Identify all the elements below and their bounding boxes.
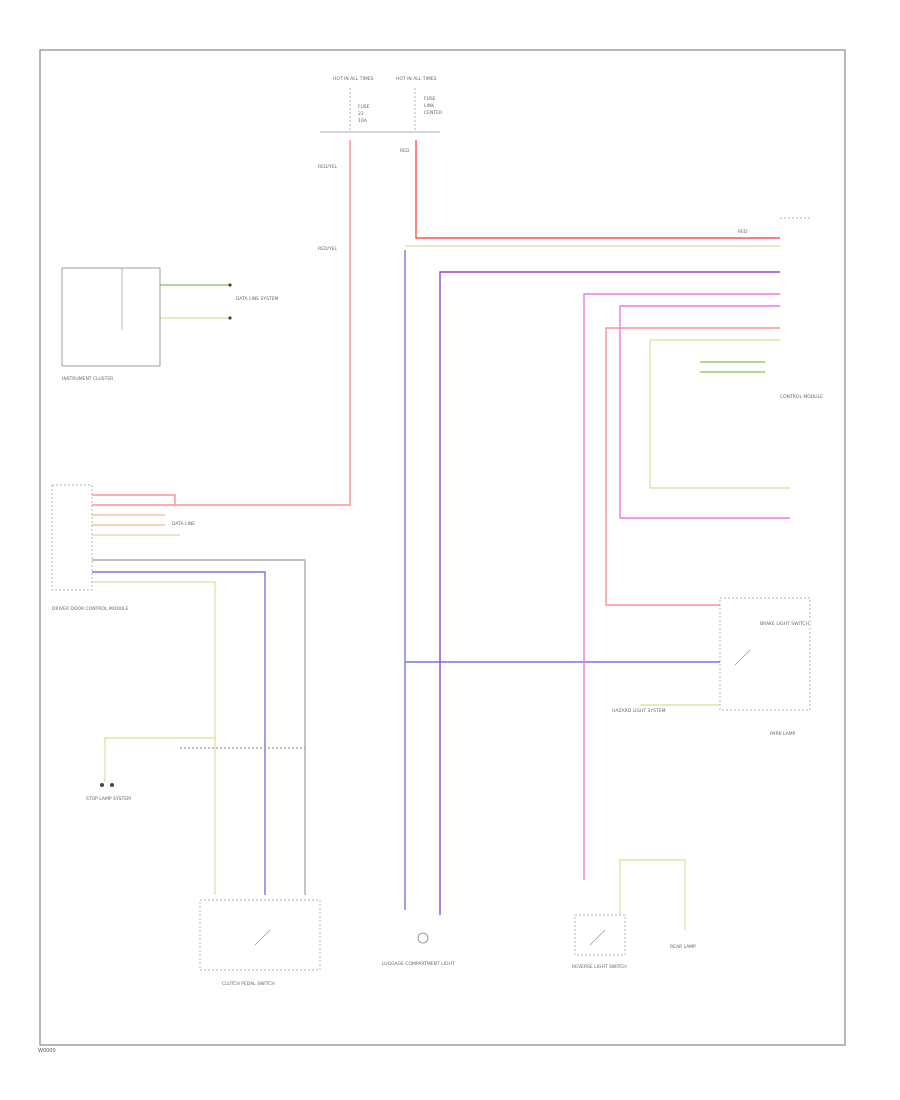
- luggage-lamp-label: LUGGAGE COMPARTMENT LIGHT: [382, 961, 455, 967]
- wire-red-main: [415, 140, 780, 239]
- hot-label-right: HOT IN ALL TIMES: [396, 76, 437, 82]
- fuse-area: HOT IN ALL TIMES HOT IN ALL TIMES FUSE 2…: [320, 76, 442, 133]
- fuse-right-center: CENTER: [424, 110, 442, 116]
- brake-switch: BRAKE LIGHT SWITCH PARK LAMP HAZARD LIGH…: [612, 597, 811, 737]
- diagram-frame: [39, 49, 846, 1046]
- luggage-lamp-bulb: [417, 932, 429, 944]
- stop-lamp-terminal-2: [110, 783, 114, 787]
- wire-purple-main: [439, 271, 780, 915]
- dm-data-line-label: DATA LINE: [172, 521, 195, 527]
- cluster-terminal-2: [228, 316, 232, 320]
- hot-label-left: HOT IN ALL TIMES: [333, 76, 374, 82]
- stop-lamp-label: STOP LAMP SYSTEM: [86, 796, 131, 802]
- fuse-left-label: FUSE: [358, 104, 370, 110]
- clutch-switch: CLUTCH PEDAL SWITCH: [199, 899, 321, 987]
- brake-switch-contact: [734, 649, 751, 666]
- brake-switch-box: [719, 597, 811, 711]
- brake-switch-label: BRAKE LIGHT SWITCH: [760, 621, 809, 627]
- wire-label-red-yel-2: RED/YEL: [318, 246, 338, 252]
- fuse-left-amp: 10A: [358, 118, 368, 124]
- wire-red-yel-main: [165, 140, 351, 506]
- clutch-switch-box: [199, 899, 321, 971]
- reverse-switch: REVERSE LIGHT SWITCH: [572, 914, 627, 970]
- cluster-terminal-1: [228, 283, 232, 287]
- fuse-right-link: LINK: [424, 103, 435, 109]
- control-module-label: CONTROL MODULE: [780, 394, 823, 400]
- wire-gray-dm: [92, 559, 306, 895]
- wire-red-brake: [605, 327, 780, 606]
- fuse-right-label: FUSE: [424, 96, 436, 102]
- driver-module-label: DRIVER DOOR CONTROL MODULE: [52, 606, 129, 612]
- hazard-label: HAZARD LIGHT SYSTEM: [612, 708, 666, 714]
- wire-label-red-2: RED: [738, 229, 748, 235]
- clutch-switch-contact: [254, 929, 271, 946]
- instrument-cluster: INSTRUMENT CLUSTER DATA LINE SYSTEM: [61, 267, 279, 382]
- driver-door-module: DRIVER DOOR CONTROL MODULE DATA LINE: [51, 484, 195, 612]
- reverse-switch-box: [574, 914, 626, 956]
- wire-labels: RED/YEL RED/YEL RED RED: [318, 148, 748, 252]
- wire-red-yel-branch: [165, 494, 176, 505]
- clutch-switch-label: CLUTCH PEDAL SWITCH: [222, 981, 275, 987]
- footer-code: W0000: [38, 1048, 56, 1054]
- wire-yellow-reverse: [619, 859, 686, 930]
- fuse-left-num: 22: [358, 111, 364, 117]
- luggage-lamp: LUGGAGE COMPARTMENT LIGHT: [382, 932, 455, 967]
- stop-lamp-connector: STOP LAMP SYSTEM: [86, 783, 131, 802]
- wire-yellow-stoplamp: [104, 737, 215, 782]
- instrument-cluster-box: [61, 267, 161, 367]
- wire-blue-dm: [92, 571, 266, 895]
- wire-yellow-stop: [649, 339, 790, 489]
- driver-module-box: [51, 484, 93, 591]
- stop-lamp-terminal-1: [100, 783, 104, 787]
- wire-yellow-dm: [92, 581, 216, 895]
- instrument-cluster-label: INSTRUMENT CLUSTER: [62, 376, 113, 382]
- wire-label-red-1: RED: [400, 148, 410, 154]
- rear-lamp-label: REAR LAMP: [670, 944, 696, 950]
- wire-magenta-2: [619, 305, 790, 519]
- wire-label-red-yel-1: RED/YEL: [318, 164, 338, 170]
- rear-lamp-connector: REAR LAMP: [670, 944, 696, 950]
- reverse-switch-label: REVERSE LIGHT SWITCH: [572, 964, 627, 970]
- control-module-right: CONTROL MODULE: [780, 217, 823, 400]
- wires: [92, 140, 790, 930]
- park-lamp-label: PARK LAMP: [770, 731, 796, 737]
- reverse-switch-contact: [589, 929, 606, 946]
- cluster-data-line-label: DATA LINE SYSTEM: [236, 296, 279, 302]
- wire-magenta-1: [583, 293, 780, 880]
